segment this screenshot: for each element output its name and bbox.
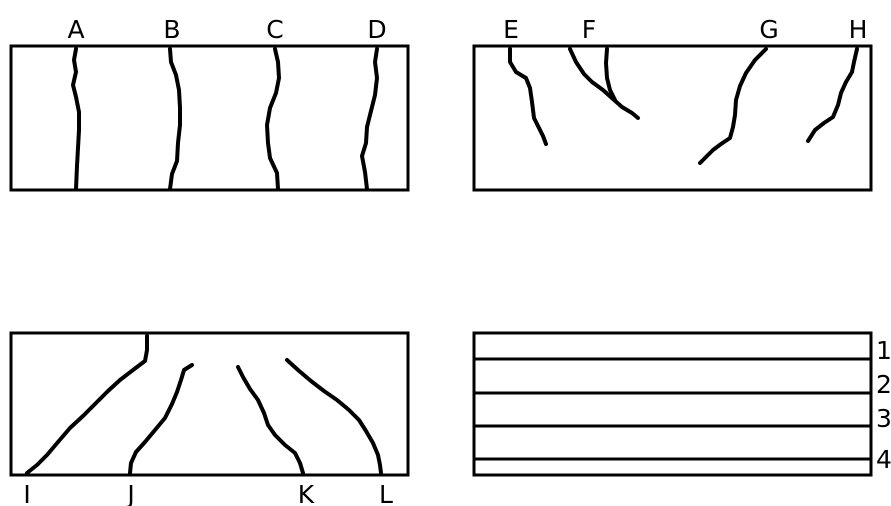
panel-frame (11, 46, 408, 190)
panel-vertical-cracks: A B C D (11, 15, 408, 190)
crack-g (700, 49, 766, 163)
crack-a (73, 49, 79, 189)
crack-d (362, 49, 377, 189)
label-k: K (298, 480, 315, 506)
label-l: L (379, 480, 393, 506)
crack-k (238, 367, 303, 473)
crack-i (27, 336, 147, 473)
label-3: 3 (876, 404, 891, 433)
label-4: 4 (876, 445, 891, 474)
label-e: E (503, 15, 519, 44)
label-2: 2 (876, 370, 891, 399)
crack-b (170, 49, 180, 189)
panel-horizontal-layers: 1 2 3 4 (474, 333, 891, 475)
label-j: J (125, 480, 134, 506)
panel-surface-cracks: E F G H (474, 15, 871, 190)
panel-frame (474, 333, 871, 475)
crack-l (287, 360, 381, 473)
label-1: 1 (876, 336, 891, 365)
label-d: D (367, 15, 386, 44)
panel-frame (11, 333, 408, 475)
crack-e (510, 49, 546, 144)
crack-f-outer (570, 49, 638, 118)
label-c: C (266, 15, 283, 44)
label-h: H (849, 15, 868, 44)
label-a: A (67, 15, 84, 44)
label-f: F (582, 15, 596, 44)
label-g: G (759, 15, 778, 44)
label-b: B (163, 15, 180, 44)
crack-h (808, 49, 857, 141)
label-i: I (23, 480, 30, 506)
crack-c (267, 49, 279, 189)
crack-j (130, 365, 192, 473)
panel-inclined-cracks: I J K L (11, 333, 408, 506)
